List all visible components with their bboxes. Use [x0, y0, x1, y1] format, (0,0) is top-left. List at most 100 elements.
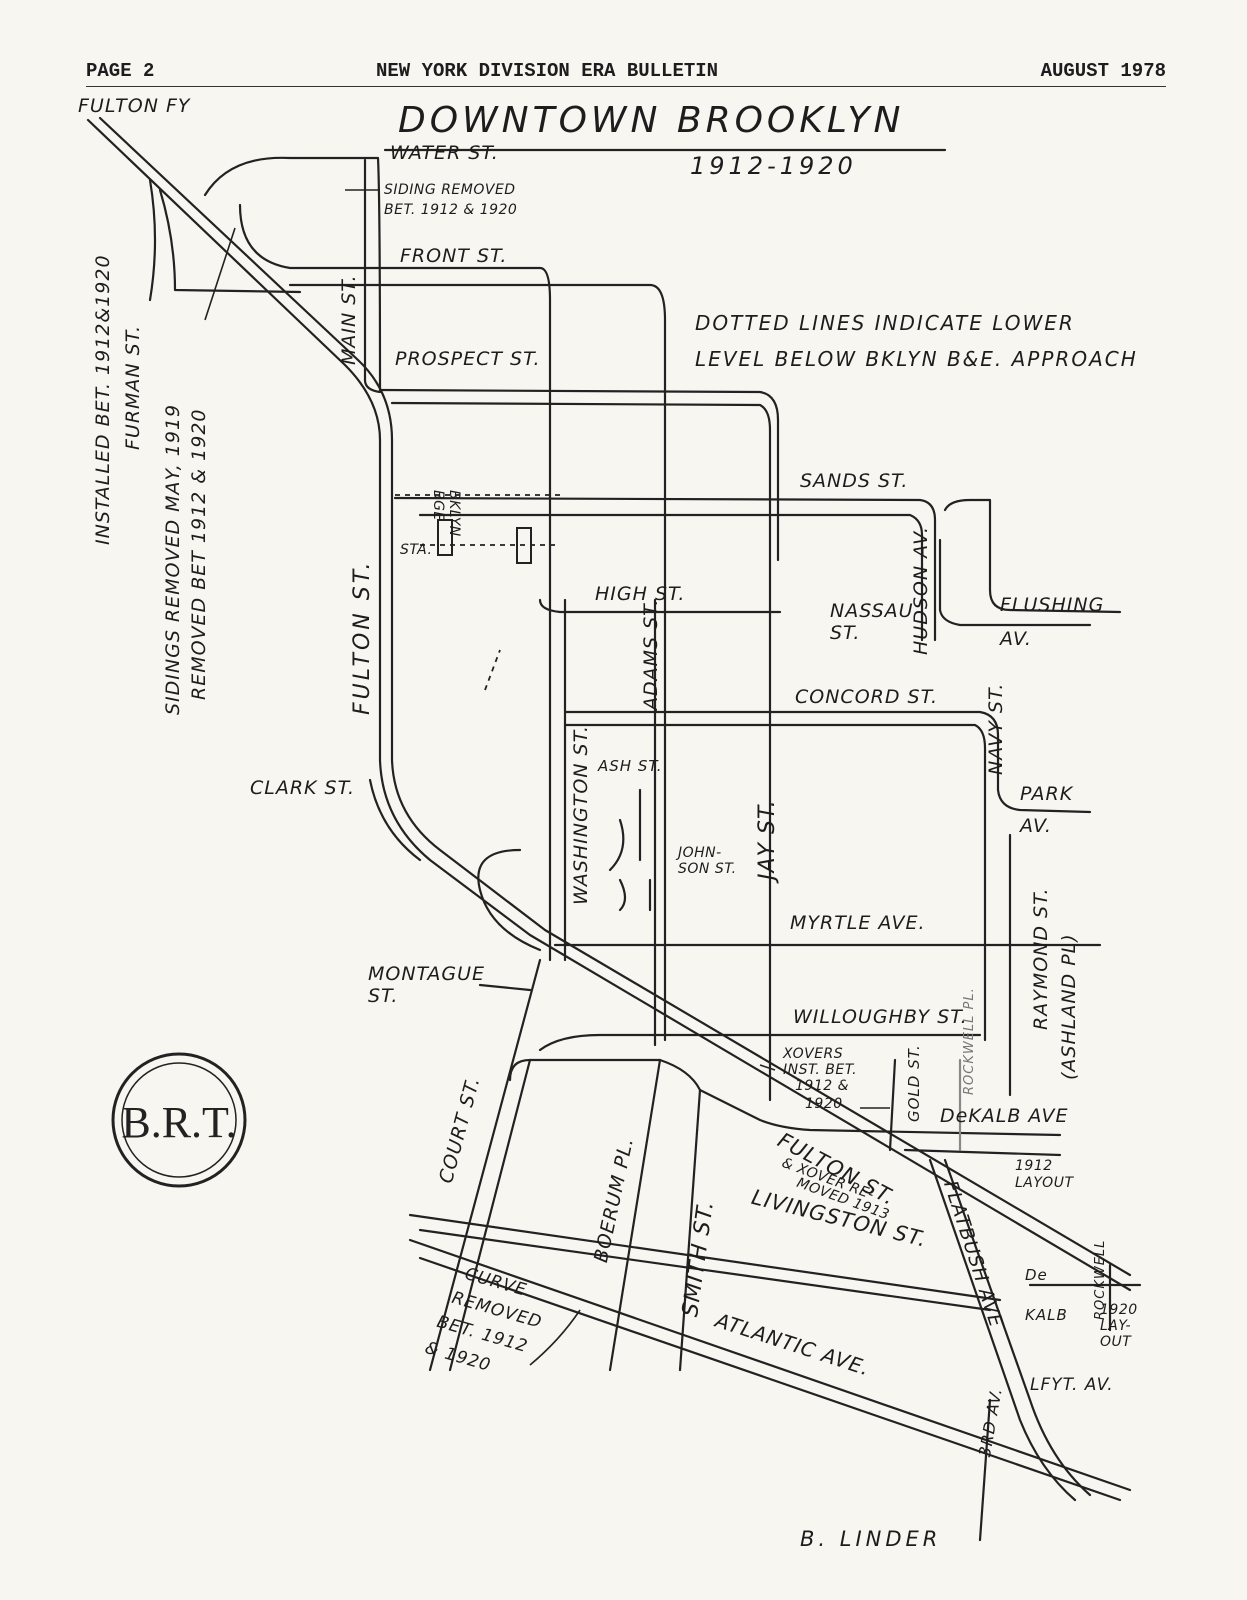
label-sta: STA. — [400, 542, 433, 558]
legend-note-line1: DOTTED LINES INDICATE LOWER — [695, 311, 1075, 335]
navy-st-track — [996, 788, 1092, 814]
label-adams-st: ADAMS ST. — [640, 598, 662, 710]
note-siding-removed-2: BET. 1912 & 1920 — [384, 202, 518, 218]
flushing-track — [943, 498, 1122, 614]
willoughby-st-track — [538, 1033, 982, 1052]
label-dekalb-2: De KALB — [1025, 1266, 1068, 1324]
concord-st-track-2 — [563, 723, 987, 1042]
label-raymond-st: RAYMOND ST. — [1030, 887, 1052, 1031]
note-xovers-1: XOVERS — [783, 1046, 844, 1062]
furman-siding — [148, 178, 302, 302]
sands-st-track — [393, 496, 937, 642]
front-st-track-2 — [288, 283, 667, 1042]
label-prospect-st: PROSPECT ST. — [395, 348, 541, 370]
livingston-st-track-2 — [418, 1228, 992, 1312]
label-gold-st: GOLD ST. — [905, 1044, 923, 1122]
label-main-st: MAIN ST. — [338, 274, 360, 365]
dekalb-ave-track-2 — [903, 1148, 1062, 1157]
water-st-loop — [203, 156, 382, 392]
label-montague-st: MONTAGUE ST. — [368, 963, 486, 1007]
legend-note-line2: LEVEL BELOW BKLYN B&E. APPROACH — [695, 347, 1138, 371]
note-1920-layout-2: LAY- — [1100, 1318, 1132, 1334]
note-1912-layout-2: LAYOUT — [1015, 1175, 1074, 1191]
logo-text: B.R.T. — [121, 1098, 236, 1147]
note-xovers-3: 1912 & — [795, 1078, 849, 1094]
label-furman-st: FURMAN ST. — [122, 324, 144, 450]
label-nassau-st: NASSAU ST. — [830, 600, 914, 644]
concord-st-track — [563, 710, 1000, 792]
clark-st-curve — [368, 778, 422, 862]
court-st-track — [428, 958, 542, 1372]
publication-name: NEW YORK DIVISION ERA BULLETIN — [376, 60, 719, 82]
prospect-st-track — [378, 388, 780, 562]
label-park-av: PARK AV. — [1020, 783, 1074, 837]
johnson-st-siding — [618, 878, 652, 912]
loop-near-myrtle — [477, 848, 542, 952]
label-fulton-st: FULTON ST. — [350, 559, 375, 715]
gold-st-track — [888, 1058, 897, 1152]
label-hudson-av: HUDSON AV. — [910, 525, 932, 655]
label-washington-st: WASHINGTON ST. — [570, 725, 592, 905]
note-installed: INSTALLED BET. 1912&1920 — [92, 254, 114, 545]
note-1920-layout-1: 1920 — [1100, 1302, 1138, 1318]
label-concord-st: CONCORD ST. — [795, 686, 938, 708]
label-jay-st: JAY ST. — [755, 799, 780, 880]
label-ashland-pl: (ASHLAND PL) — [1058, 933, 1080, 1080]
label-clark-st: CLARK ST. — [250, 777, 356, 799]
station-platform-1 — [437, 519, 453, 556]
lower-level-track-3 — [484, 649, 501, 691]
label-high-st: HIGH ST. — [595, 583, 686, 605]
smith-st-track — [678, 1088, 702, 1372]
flatbush-ave-track — [928, 1158, 1077, 1502]
pointer-xovers — [759, 1064, 776, 1071]
note-removed-bet: REMOVED BET 1912 & 1920 — [188, 408, 210, 700]
station-platform-2 — [516, 527, 532, 564]
boerum-pl-track — [608, 1058, 662, 1372]
map-title: DOWNTOWN BROOKLYN — [398, 100, 905, 141]
label-bklyn-bge: BKLYN BGE — [430, 490, 462, 537]
label-sands-st: SANDS ST. — [800, 470, 909, 492]
note-siding-removed-1: SIDING REMOVED — [384, 182, 516, 198]
main-st-track — [363, 158, 382, 394]
page-header: PAGE 2 NEW YORK DIVISION ERA BULLETIN AU… — [86, 58, 1166, 87]
dekalb-ave-track — [508, 1058, 1062, 1137]
high-st-track — [538, 598, 782, 614]
label-myrtle-ave: MYRTLE AVE. — [790, 912, 926, 934]
label-willoughby-st: WILLOUGHBY ST. — [793, 1006, 968, 1028]
prospect-st-track-2 — [390, 401, 772, 1102]
front-st-track — [238, 203, 552, 962]
fulton-ferry-track-1 — [86, 118, 382, 442]
label-front-st: FRONT ST. — [400, 245, 508, 267]
ash-st-siding — [608, 788, 642, 872]
issue-date: AUGUST 1978 — [1040, 60, 1166, 82]
montague-spur — [478, 983, 532, 992]
label-water-st: WATER ST. — [390, 142, 499, 164]
fulton-ferry-track-2 — [98, 116, 394, 442]
label-lfyt-av: LFYT. AV. — [1030, 1375, 1114, 1395]
lafayette-track — [1028, 1263, 1142, 1332]
label-johnson-st: JOHN-SON ST. — [678, 845, 737, 877]
livingston-st-track — [408, 1213, 1002, 1302]
page-number: PAGE 2 — [86, 60, 155, 82]
note-1920-layout-3: OUT — [1100, 1334, 1132, 1350]
sands-st-track-2 — [418, 513, 924, 642]
note-xovers-4: 1920 — [805, 1096, 843, 1112]
pointer-removed — [204, 227, 236, 321]
flushing-track-2 — [938, 538, 1092, 627]
label-fulton-fy: FULTON FY — [78, 95, 191, 117]
fulton-st-track — [378, 438, 1132, 1292]
map-credit: B. LINDER — [800, 1527, 942, 1551]
court-st-track-2 — [448, 1058, 532, 1372]
note-1912-layout-1: 1912 — [1015, 1158, 1053, 1174]
atlantic-ave-track-2 — [418, 1256, 1122, 1502]
flatbush-ave-track-2 — [943, 1158, 1092, 1497]
note-sidings-removed: SIDINGS REMOVED MAY, 1919 — [162, 403, 184, 715]
label-flushing-av: FLUSHING AV. — [1000, 594, 1105, 650]
fulton-st-track-2 — [390, 438, 1132, 1277]
brt-logo: B.R.T. — [111, 1052, 247, 1188]
label-rockwell-pl: ROCKWELL PL. — [962, 987, 977, 1095]
note-xovers-2: INST. BET. — [783, 1062, 858, 1078]
label-ash-st: ASH ST. — [598, 757, 663, 775]
third-ave-track — [978, 1398, 992, 1542]
